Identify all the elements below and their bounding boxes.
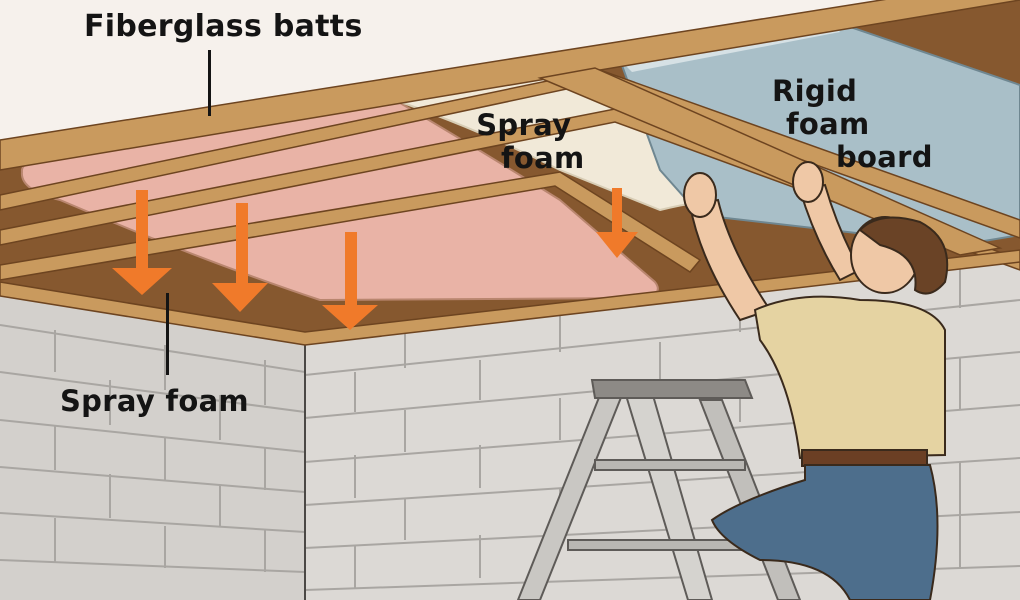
arrow-down-icon (322, 232, 378, 330)
label-spray-foam-ceiling: Spray foam (463, 109, 585, 175)
label-line: foam (501, 141, 585, 175)
label-line: Spray (476, 108, 572, 142)
label-rigid-foam-board: Rigid foam board (770, 75, 933, 174)
arrow-down-icon (212, 203, 268, 312)
leader-line (166, 293, 169, 375)
label-line: Rigid (772, 74, 858, 108)
heat-flow-arrows (112, 188, 638, 330)
label-spray-foam-wall: Spray foam (60, 384, 249, 418)
arrow-down-icon (112, 190, 172, 295)
ceiling-joists (0, 0, 1020, 346)
label-fiberglass-batts: Fiberglass batts (84, 9, 363, 44)
leader-line (208, 50, 211, 116)
arrow-down-icon (596, 188, 638, 258)
label-line: board (836, 140, 933, 174)
label-line: foam (786, 107, 870, 141)
worker-figure (683, 161, 949, 600)
